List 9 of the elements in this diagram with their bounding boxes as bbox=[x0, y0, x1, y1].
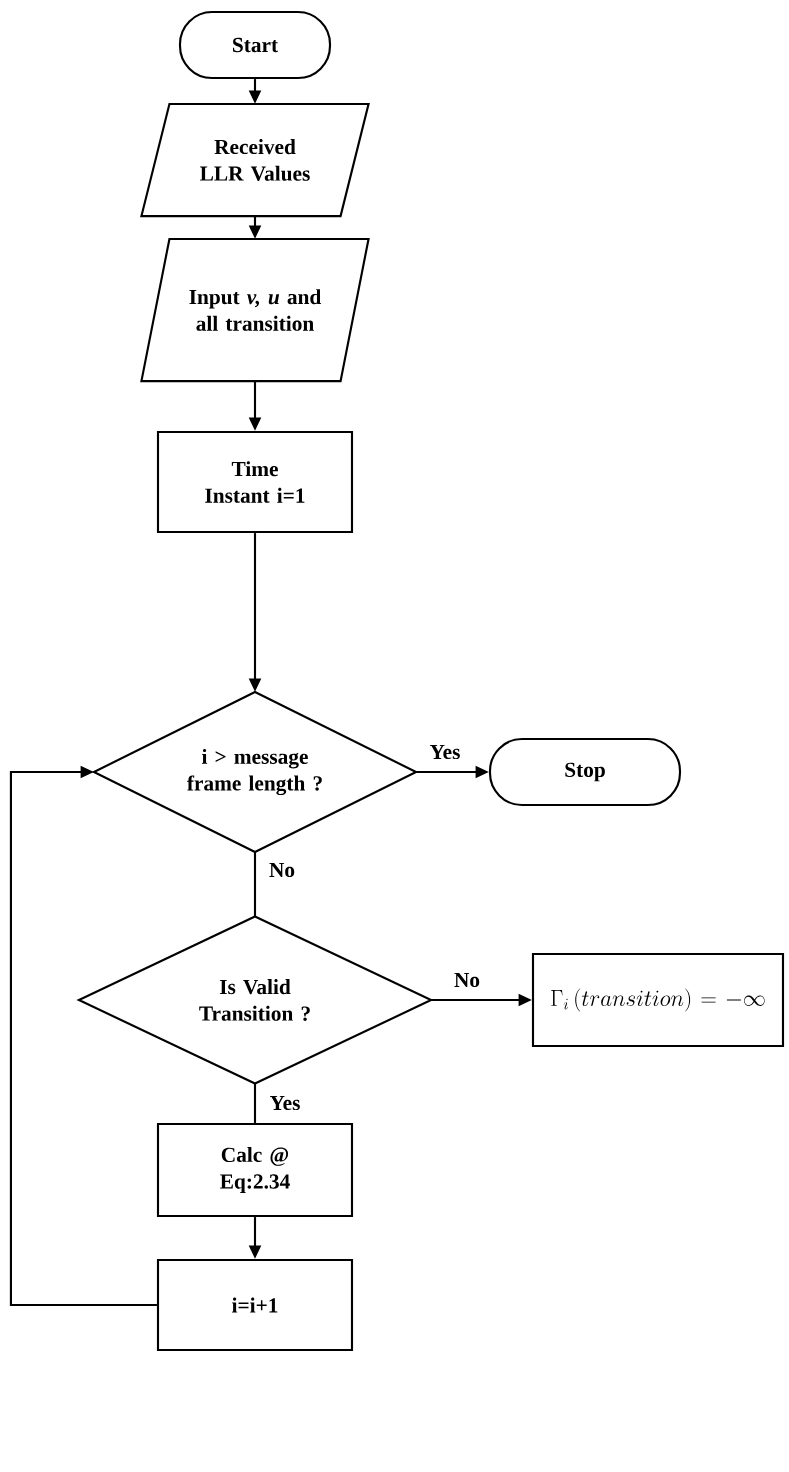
arrow bbox=[9, 765, 157, 1307]
terminal-box: Start bbox=[178, 10, 332, 80]
process-box: Time Instant i=1 bbox=[156, 430, 354, 534]
process-box: Calc @ Eq:2.34 bbox=[156, 1122, 354, 1218]
process-box: $\Gamma_i\left(transition\right)=-\infty$ bbox=[531, 952, 785, 1048]
input-parallelogram: Input v, u and all transition bbox=[140, 237, 370, 383]
process-box: i=i+1 bbox=[156, 1258, 354, 1352]
terminal-box: Stop bbox=[488, 737, 682, 807]
input-parallelogram: Received LLR Values bbox=[140, 102, 370, 218]
